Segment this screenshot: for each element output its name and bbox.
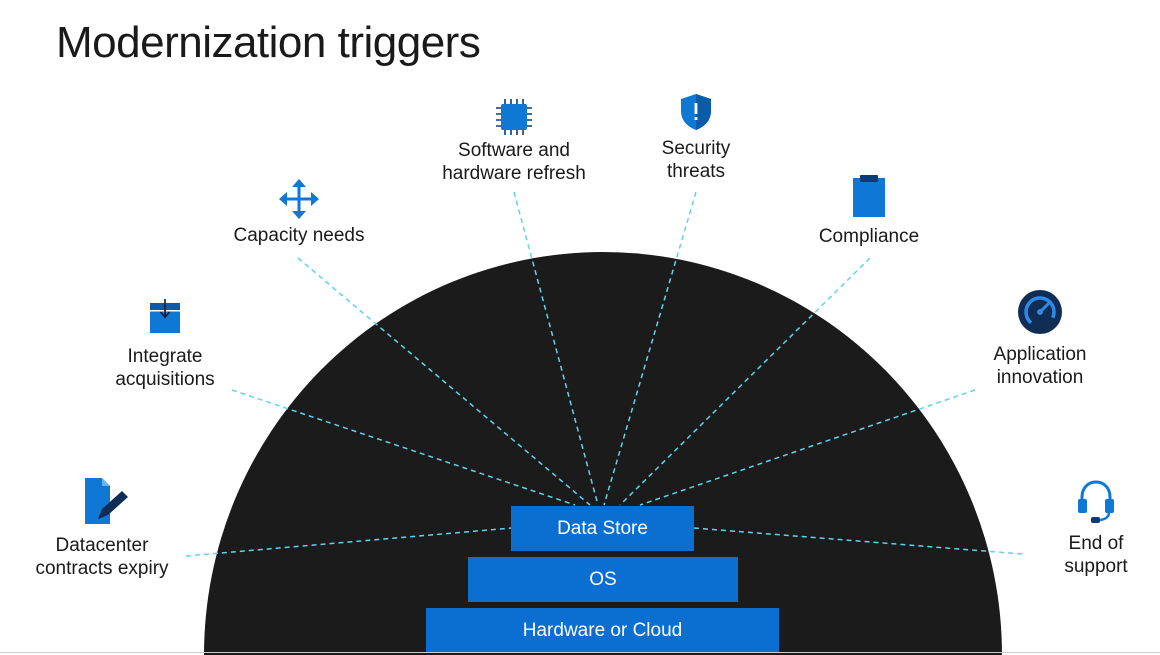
trigger-compliance: Compliance — [799, 225, 939, 248]
trigger-support-line-1: End of — [1068, 533, 1124, 554]
connector-line-acquisitions — [231, 389, 576, 506]
layer-os: OS — [468, 557, 738, 602]
headset-icon — [1078, 480, 1114, 523]
trigger-capacity-line-1: Capacity needs — [233, 225, 365, 246]
document-edit-icon — [85, 478, 128, 524]
trigger-security-threats: Security threats — [636, 137, 756, 183]
trigger-datacenter-contracts-expiry: Datacenter contracts expiry — [10, 534, 194, 580]
trigger-refresh-line-2: hardware refresh — [442, 163, 586, 184]
dome-shape — [204, 252, 1002, 655]
expand-arrows-icon — [279, 179, 319, 219]
clipboard-icon — [853, 175, 885, 217]
connector-line-support — [693, 527, 1023, 555]
connector-line-datacenter — [185, 527, 513, 557]
trigger-security-line-2: threats — [666, 161, 726, 182]
trigger-refresh-line-1: Software and — [458, 140, 570, 161]
trigger-compliance-line-1: Compliance — [818, 226, 920, 247]
connector-line-capacity — [297, 257, 591, 506]
cpu-chip-icon — [496, 99, 532, 135]
trigger-end-of-support: End of support — [1046, 532, 1146, 578]
trigger-innovation-line-2: innovation — [996, 367, 1084, 388]
trigger-datacenter-line-1: Datacenter — [55, 535, 149, 556]
trigger-acquisitions-line-1: Integrate — [127, 346, 203, 367]
connector-line-refresh — [513, 191, 599, 506]
trigger-software-hardware-refresh: Software and hardware refresh — [424, 139, 604, 185]
trigger-datacenter-line-2: contracts expiry — [35, 558, 169, 579]
calendar-download-icon — [150, 299, 180, 333]
connector-line-compliance — [619, 257, 871, 506]
layer-data-store: Data Store — [511, 506, 694, 551]
trigger-security-line-1: Security — [661, 138, 731, 159]
connector-line-security — [603, 191, 697, 506]
connector-lines — [185, 191, 1023, 557]
trigger-integrate-acquisitions: Integrate acquisitions — [95, 345, 235, 391]
speedometer-icon — [1018, 290, 1062, 334]
trigger-acquisitions-line-2: acquisitions — [115, 369, 215, 390]
bottom-divider — [0, 652, 1160, 653]
trigger-application-innovation: Application innovation — [975, 343, 1105, 389]
trigger-capacity-needs: Capacity needs — [214, 224, 384, 247]
trigger-innovation-line-1: Application — [993, 344, 1087, 365]
layer-hardware-or-cloud: Hardware or Cloud — [426, 608, 779, 653]
page-title: Modernization triggers — [56, 18, 481, 67]
trigger-support-line-2: support — [1064, 556, 1128, 577]
shield-icon — [681, 94, 711, 130]
